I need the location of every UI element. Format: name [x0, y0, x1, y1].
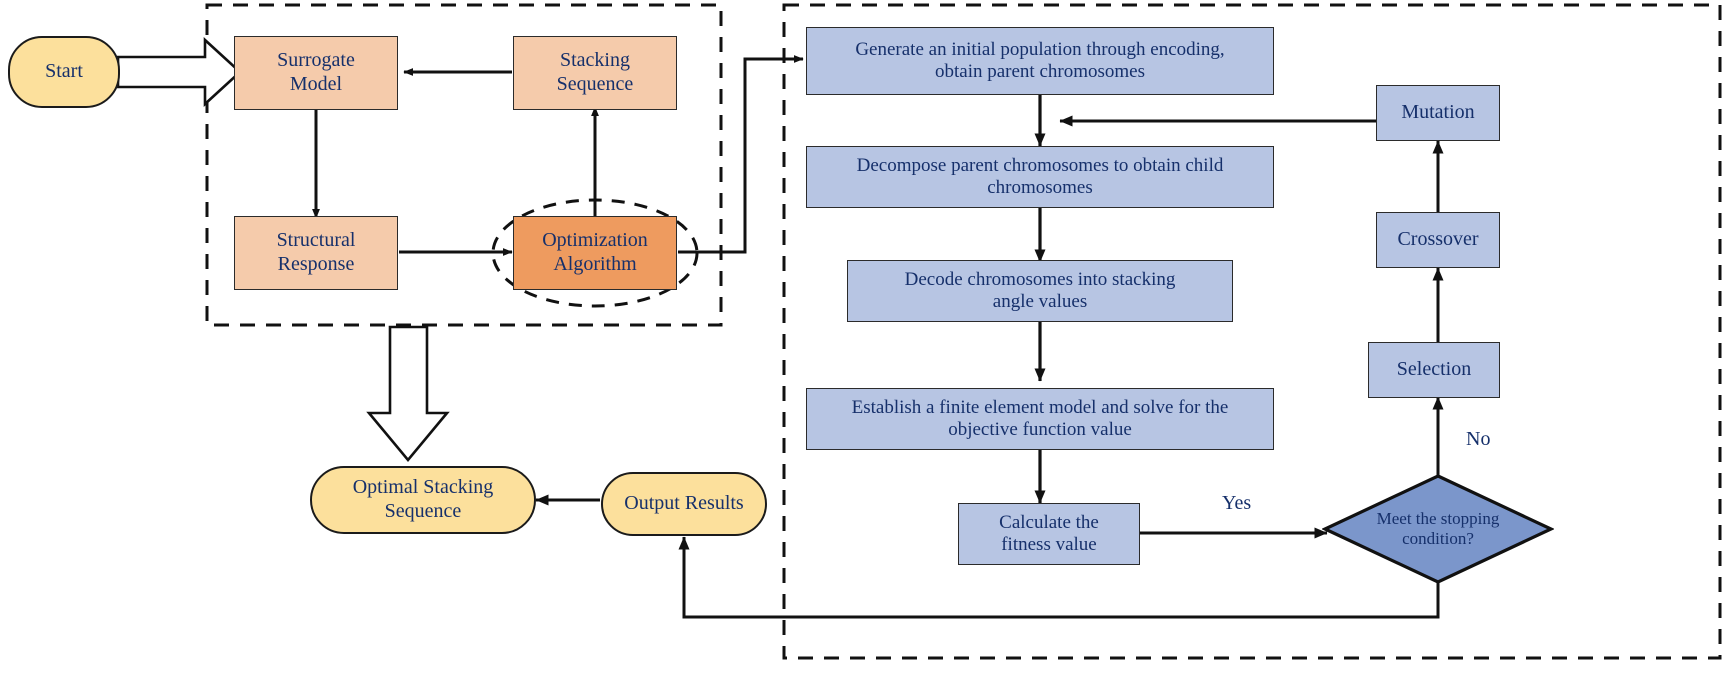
node-optimization-algorithm-label-line1: Optimization: [542, 229, 648, 252]
node-step-decompose-chromosomes-line2: chromosomes: [987, 177, 1093, 198]
node-step-calculate-fitness[interactable]: Calculate the fitness value: [958, 503, 1140, 565]
node-selection[interactable]: Selection: [1368, 342, 1500, 398]
optimization-to-generate-connector: [678, 55, 804, 254]
node-stacking-sequence-label-line1: Stacking: [559, 49, 630, 72]
node-surrogate-model[interactable]: Surrogate Model: [234, 36, 398, 110]
edge-label-no: No: [1466, 428, 1491, 450]
node-decision-label-line1: Meet the stopping: [1376, 508, 1500, 528]
node-decision-label-line2: condition?: [1402, 529, 1474, 548]
node-step-calculate-fitness-line2: fitness value: [1001, 534, 1097, 555]
framework-to-result-block-arrow: [366, 325, 450, 463]
node-surrogate-model-label-line1: Surrogate: [277, 49, 355, 72]
node-step-decompose-chromosomes[interactable]: Decompose parent chromosomes to obtain c…: [806, 146, 1274, 208]
node-step-decode-chromosomes[interactable]: Decode chromosomes into stacking angle v…: [847, 260, 1233, 322]
node-start-label: Start: [45, 60, 83, 83]
node-decision-stopping-condition[interactable]: Meet the stopping condition?: [1322, 473, 1554, 585]
node-structural-response-label-line1: Structural: [276, 229, 356, 252]
node-surrogate-model-label-line2: Model: [289, 73, 343, 95]
node-step-decode-chromosomes-line1: Decode chromosomes into stacking: [904, 268, 1176, 290]
node-optimization-algorithm[interactable]: Optimization Algorithm: [513, 216, 677, 290]
node-structural-response[interactable]: Structural Response: [234, 216, 398, 290]
node-start[interactable]: Start: [8, 36, 120, 108]
node-crossover[interactable]: Crossover: [1376, 212, 1500, 268]
node-step-generate-population[interactable]: Generate an initial population through e…: [806, 27, 1274, 95]
node-output-results-label: Output Results: [624, 492, 744, 515]
node-crossover-label: Crossover: [1397, 228, 1479, 251]
node-step-generate-population-line1: Generate an initial population through e…: [855, 38, 1225, 60]
node-structural-response-label-line2: Response: [277, 253, 355, 275]
node-step-establish-fem-line2: objective function value: [948, 419, 1132, 440]
node-selection-label: Selection: [1396, 358, 1472, 381]
node-output-results[interactable]: Output Results: [601, 472, 767, 536]
node-optimal-stacking-label-line1: Optimal Stacking: [352, 476, 494, 499]
node-mutation-label: Mutation: [1401, 101, 1475, 124]
node-optimal-stacking-sequence[interactable]: Optimal Stacking Sequence: [310, 466, 536, 534]
node-step-decompose-chromosomes-line1: Decompose parent chromosomes to obtain c…: [856, 154, 1224, 176]
node-step-establish-fem-line1: Establish a finite element model and sol…: [851, 396, 1229, 418]
node-step-calculate-fitness-line1: Calculate the: [999, 511, 1099, 533]
start-to-surrogate-block-arrow: [116, 37, 242, 107]
node-optimization-algorithm-label-line2: Algorithm: [553, 253, 637, 275]
node-mutation[interactable]: Mutation: [1376, 85, 1500, 141]
node-stacking-sequence-label-line2: Sequence: [556, 73, 634, 95]
node-stacking-sequence[interactable]: Stacking Sequence: [513, 36, 677, 110]
node-step-establish-fem[interactable]: Establish a finite element model and sol…: [806, 388, 1274, 450]
right-group-frame: [782, 3, 1722, 660]
node-optimal-stacking-label-line2: Sequence: [384, 500, 462, 522]
node-step-decode-chromosomes-line2: angle values: [992, 291, 1088, 312]
edge-label-yes: Yes: [1222, 492, 1252, 514]
node-step-generate-population-line2: obtain parent chromosomes: [934, 61, 1145, 82]
